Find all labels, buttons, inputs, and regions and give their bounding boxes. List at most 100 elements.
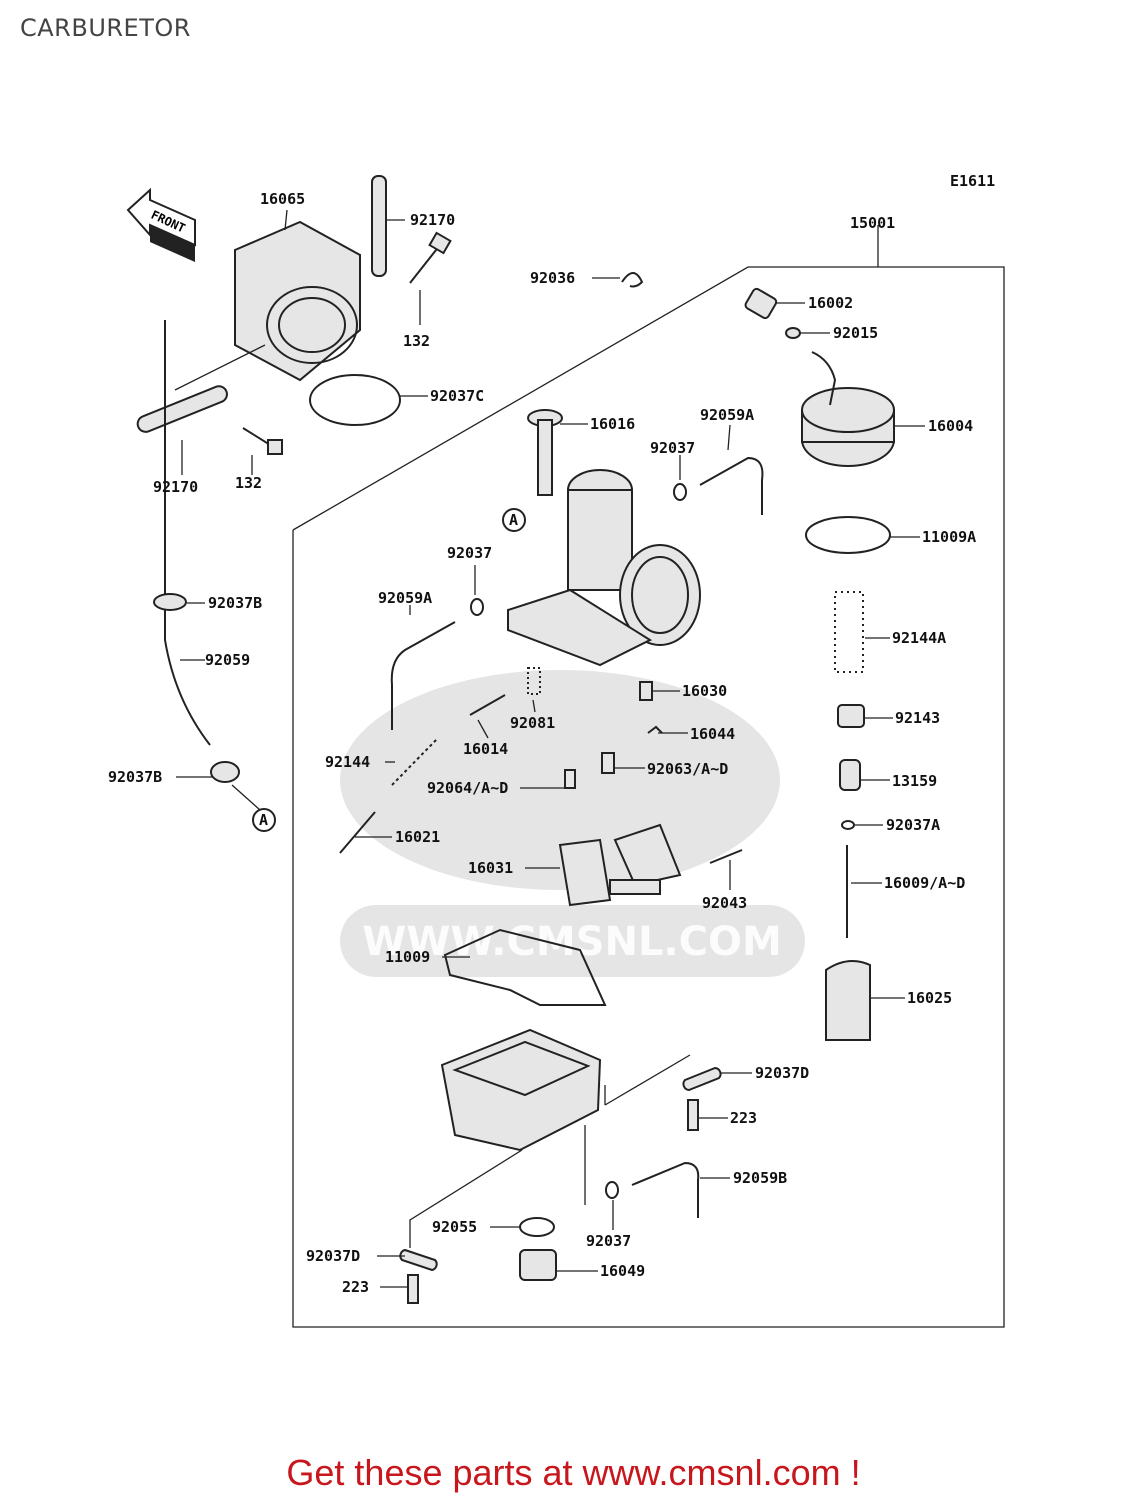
part-13159 <box>839 759 861 791</box>
callout-16065: 16065 <box>260 190 305 208</box>
callout-92037-bottom: 92037 <box>586 1232 631 1250</box>
callout-92037d-left: 92037D <box>306 1247 360 1265</box>
part-16002 <box>744 287 778 320</box>
part-92015 <box>785 327 801 339</box>
callout-92081: 92081 <box>510 714 555 732</box>
part-16065-intake-joint <box>174 220 361 391</box>
carburetor-body <box>507 469 701 667</box>
callout-92059a-mid: 92059A <box>378 589 432 607</box>
part-92063 <box>601 752 615 774</box>
part-92059a-mid-hose <box>390 621 456 730</box>
part-16044 <box>647 725 663 734</box>
part-92144-spring <box>391 737 439 786</box>
part-92036-clip <box>621 272 644 288</box>
part-92037b-top-clip <box>153 593 187 611</box>
float-bowl <box>440 1028 602 1152</box>
footer-promo-text: Get these parts at www.cmsnl.com ! <box>286 1452 861 1493</box>
part-92081 <box>527 667 541 695</box>
callout-92037d-right: 92037D <box>755 1064 809 1082</box>
part-16016-starter-plunger <box>527 409 563 496</box>
callout-92055: 92055 <box>432 1218 477 1236</box>
page-title: CARBURETOR <box>20 14 191 42</box>
ref-a-top: A <box>509 511 518 529</box>
part-92037d-right <box>682 1066 722 1092</box>
callout-92037c: 92037C <box>430 387 484 405</box>
callout-92037-top: 92037 <box>650 439 695 457</box>
callout-92037-mid: 92037 <box>447 544 492 562</box>
callout-223-left: 223 <box>342 1278 369 1296</box>
watermark-text: WWW.CMSNL.COM <box>362 919 782 965</box>
callout-92144: 92144 <box>325 753 370 771</box>
callout-92059: 92059 <box>205 651 250 669</box>
part-92037-top-ring <box>673 483 687 501</box>
part-16014 <box>469 694 506 716</box>
part-92037a <box>841 820 855 830</box>
callout-16014: 16014 <box>463 740 508 758</box>
callout-92063: 92063/A~D <box>647 760 728 778</box>
part-92037c-clamp <box>309 374 401 426</box>
part-92059a-top-hose <box>699 456 764 515</box>
callout-132-top: 132 <box>403 332 430 350</box>
front-arrow-icon: FRONT <box>126 187 196 262</box>
watermark: WWW.CMSNL.COM <box>340 670 805 977</box>
part-11009-gasket <box>443 928 607 1006</box>
callout-16016: 16016 <box>590 415 635 433</box>
part-92143 <box>837 704 865 728</box>
callout-92043: 92043 <box>702 894 747 912</box>
callout-11009: 11009 <box>385 948 430 966</box>
callout-92037b-bottom: 92037B <box>108 768 162 786</box>
callout-223-right: 223 <box>730 1109 757 1127</box>
callout-92015: 92015 <box>833 324 878 342</box>
part-132-top-bolt <box>409 231 452 284</box>
callout-11009a: 11009A <box>922 528 976 546</box>
callout-13159: 13159 <box>892 772 937 790</box>
callout-labels: 16065 92170 92036 15001 16002 92015 132 … <box>108 190 976 1296</box>
carburetor-exploded-diagram: WWW.CMSNL.COM E1611 FRONT <box>108 172 1005 1328</box>
callout-92143: 92143 <box>895 709 940 727</box>
part-92170-top-bracket <box>371 175 387 277</box>
part-223-right-screw <box>687 1099 699 1131</box>
callout-92037a: 92037A <box>886 816 940 834</box>
callout-92059b: 92059B <box>733 1169 787 1187</box>
callout-15001: 15001 <box>850 214 895 232</box>
callout-132-bottom: 132 <box>235 474 262 492</box>
callout-92064: 92064/A~D <box>427 779 508 797</box>
callout-16049: 16049 <box>600 1262 645 1280</box>
part-16049-drain-plug <box>519 1249 557 1281</box>
callout-16021: 16021 <box>395 828 440 846</box>
part-92037-mid-ring <box>470 598 484 616</box>
callout-16030: 16030 <box>682 682 727 700</box>
callout-16002: 16002 <box>808 294 853 312</box>
part-92037d-left <box>399 1248 438 1272</box>
callout-16031: 16031 <box>468 859 513 877</box>
callout-16025: 16025 <box>907 989 952 1007</box>
part-16004-top-cap <box>801 351 895 467</box>
callout-92144a: 92144A <box>892 629 946 647</box>
part-92043-pin <box>709 849 743 864</box>
callout-16009: 16009/A~D <box>884 874 965 892</box>
leader-lines <box>176 209 925 1288</box>
part-223-left-screw <box>407 1274 419 1304</box>
callout-92170-bottom: 92170 <box>153 478 198 496</box>
callout-92059a-top: 92059A <box>700 406 754 424</box>
assembly-outline <box>292 266 1005 1328</box>
part-16031-float <box>558 823 682 907</box>
callout-92170-top: 92170 <box>410 211 455 229</box>
part-92037-bottom-ring <box>605 1181 619 1199</box>
callout-92036: 92036 <box>530 269 575 287</box>
part-92059-hose <box>164 320 211 746</box>
part-92170-bottom-bracket <box>136 385 228 433</box>
part-92059b-hose <box>631 1161 700 1218</box>
part-16021 <box>339 811 376 854</box>
part-16030 <box>639 681 653 701</box>
ref-a-bottom: A <box>259 811 268 829</box>
part-11009a-oring <box>805 516 891 554</box>
part-92064 <box>564 769 576 789</box>
callout-16004: 16004 <box>928 417 973 435</box>
callout-16044: 16044 <box>690 725 735 743</box>
part-16025-throttle-valve <box>825 960 871 1041</box>
part-132-bottom-bolt <box>242 427 283 455</box>
part-92144a-spring <box>834 591 864 673</box>
part-92055-oring <box>519 1217 555 1237</box>
diagram-code: E1611 <box>950 172 995 190</box>
